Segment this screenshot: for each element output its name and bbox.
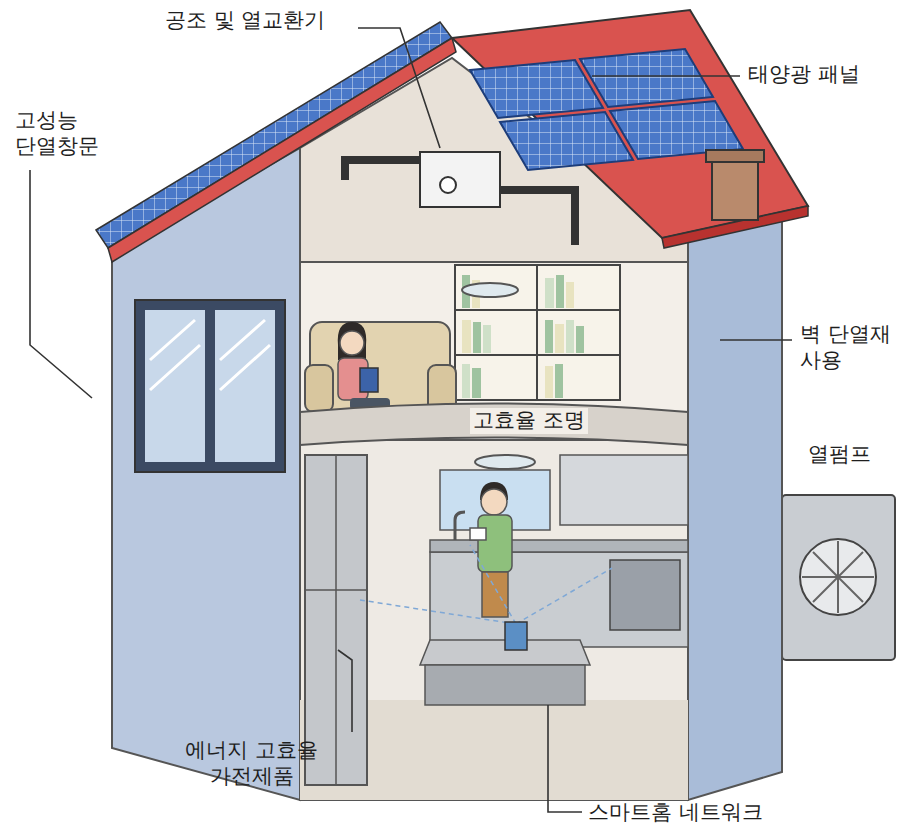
heat-pump-fan bbox=[800, 539, 876, 615]
woman-head bbox=[340, 331, 364, 355]
window-glare bbox=[150, 320, 270, 390]
counter bbox=[430, 540, 688, 552]
solar-panel bbox=[500, 112, 633, 170]
bookshelf bbox=[455, 265, 620, 400]
heat-pump bbox=[782, 495, 895, 660]
part-label: 고성능 단열창문 bbox=[15, 108, 112, 159]
fan-blades bbox=[802, 541, 874, 613]
books bbox=[462, 275, 584, 398]
roof-fascia bbox=[108, 38, 456, 262]
part-label: 고효율 조명 bbox=[470, 408, 588, 434]
left-roof bbox=[96, 22, 452, 248]
leader-line bbox=[358, 28, 440, 148]
duct-pipe bbox=[500, 190, 575, 245]
duct-pipe bbox=[345, 160, 420, 180]
book bbox=[566, 282, 574, 308]
book bbox=[545, 366, 553, 398]
part-label: 태양광 패널 bbox=[748, 62, 860, 88]
floor-slab bbox=[300, 404, 688, 446]
tablet bbox=[505, 622, 527, 650]
book bbox=[576, 326, 584, 353]
ceiling-lamp bbox=[462, 283, 518, 297]
leader-line bbox=[592, 75, 740, 77]
part-label: 에너지 고효율 가전제품 bbox=[178, 738, 325, 789]
left-wall bbox=[112, 148, 300, 800]
hair bbox=[338, 322, 366, 360]
leader-line bbox=[548, 705, 582, 812]
ceiling-lamp bbox=[475, 455, 535, 469]
man-body bbox=[478, 515, 512, 572]
upper-room bbox=[300, 262, 688, 417]
network-signal bbox=[360, 545, 612, 624]
book bbox=[556, 275, 564, 308]
book bbox=[545, 278, 554, 308]
exchanger-port bbox=[440, 177, 456, 193]
book bbox=[555, 324, 564, 353]
sofa-arm bbox=[305, 365, 333, 412]
book bbox=[483, 325, 491, 353]
upper-cabinet bbox=[560, 455, 688, 525]
book bbox=[462, 364, 470, 398]
man-head bbox=[481, 489, 507, 515]
leader-line bbox=[720, 339, 792, 341]
solar-panel bbox=[470, 60, 603, 118]
book bbox=[545, 320, 553, 353]
book bbox=[555, 364, 563, 398]
leader-line bbox=[30, 170, 92, 398]
window-frame bbox=[135, 300, 285, 472]
part-label: 열펌프 bbox=[808, 442, 871, 468]
ground-room bbox=[300, 440, 688, 800]
book bbox=[462, 320, 471, 353]
book-held bbox=[360, 368, 378, 392]
faucet bbox=[455, 512, 465, 540]
heat-exchanger-box bbox=[420, 152, 500, 207]
leader-line bbox=[338, 650, 352, 732]
solar-panel bbox=[580, 49, 713, 107]
chimney bbox=[712, 158, 758, 220]
chimney-cap bbox=[706, 150, 764, 162]
cup bbox=[470, 528, 486, 540]
leader-lines bbox=[30, 28, 792, 812]
right-wall bbox=[688, 212, 782, 800]
table-front bbox=[425, 665, 585, 705]
man-legs bbox=[482, 572, 508, 617]
oven bbox=[610, 560, 680, 630]
refrigerator bbox=[305, 455, 367, 785]
part-label: 벽 단열재 사용 bbox=[800, 322, 897, 373]
shelf-lines bbox=[455, 265, 620, 400]
book bbox=[566, 320, 574, 353]
part-label: 스마트홈 네트워크 bbox=[588, 800, 763, 826]
part-label: 공조 및 열교환기 bbox=[165, 8, 325, 34]
right-roof bbox=[452, 10, 808, 238]
book bbox=[473, 322, 481, 353]
fridge-doors bbox=[305, 455, 367, 785]
book bbox=[472, 368, 481, 398]
